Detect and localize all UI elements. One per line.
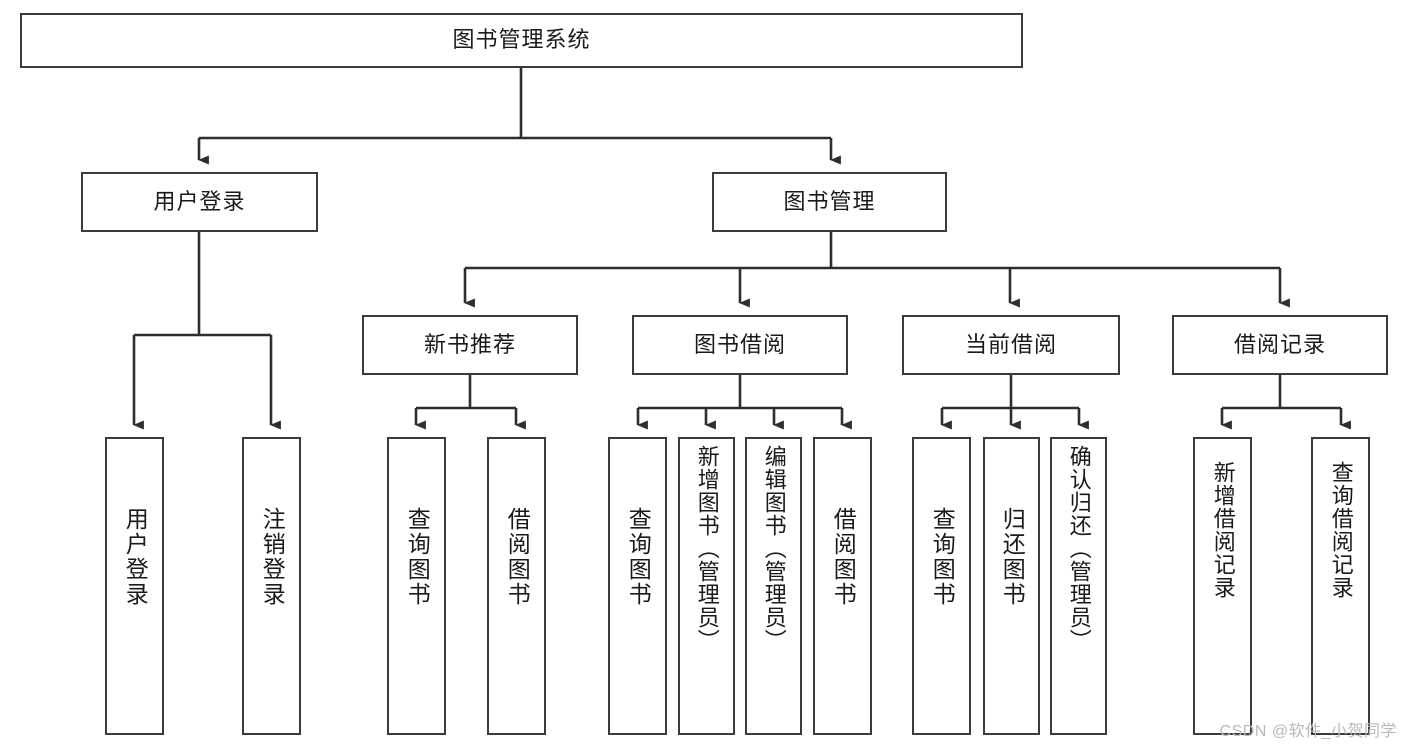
- leaf-borrow-edit[interactable]: 编辑图书（管理员）: [745, 437, 802, 735]
- leaf-cur-query[interactable]: 查询图书: [912, 437, 971, 735]
- leaf-borrow-edit-label: 编辑图书（管理员）: [761, 445, 787, 652]
- leaf-rec-borrow-label: 借阅图书: [504, 507, 531, 607]
- node-book-manage-label: 图书管理: [783, 188, 876, 214]
- leaf-rec-borrow[interactable]: 借阅图书: [487, 437, 546, 735]
- leaf-user-login[interactable]: 用户登录: [105, 437, 164, 735]
- node-user-login-label: 用户登录: [153, 188, 246, 214]
- leaf-rec-add[interactable]: 新增借阅记录: [1193, 437, 1252, 735]
- leaf-user-login-label: 用户登录: [122, 507, 149, 607]
- leaf-cur-return[interactable]: 归还图书: [983, 437, 1040, 735]
- csdn-watermark: CSDN @软件_小贺同学: [1219, 723, 1397, 740]
- leaf-cur-return-label: 归还图书: [999, 507, 1026, 607]
- leaf-borrow-do-label: 借阅图书: [830, 507, 857, 607]
- leaf-borrow-query-label: 查询图书: [625, 507, 652, 607]
- leaf-borrow-add[interactable]: 新增图书（管理员）: [678, 437, 735, 735]
- leaf-rec-search-label: 查询借阅记录: [1328, 461, 1354, 599]
- node-borrow-record-label: 借阅记录: [1233, 331, 1326, 357]
- leaf-user-logout[interactable]: 注销登录: [242, 437, 301, 735]
- leaf-cur-confirm[interactable]: 确认归还（管理员）: [1050, 437, 1107, 735]
- leaf-rec-query[interactable]: 查询图书: [387, 437, 446, 735]
- node-root-label: 图书管理系统: [452, 27, 591, 53]
- node-borrow-record[interactable]: 借阅记录: [1172, 315, 1388, 375]
- leaf-cur-query-label: 查询图书: [929, 507, 956, 607]
- node-root[interactable]: 图书管理系统: [20, 13, 1023, 68]
- node-book-borrow[interactable]: 图书借阅: [632, 315, 848, 375]
- leaf-borrow-add-label: 新增图书（管理员）: [694, 445, 720, 652]
- node-user-login[interactable]: 用户登录: [81, 172, 318, 232]
- node-new-book-rec[interactable]: 新书推荐: [362, 315, 578, 375]
- node-new-book-rec-label: 新书推荐: [423, 331, 516, 357]
- leaf-rec-add-label: 新增借阅记录: [1210, 461, 1236, 599]
- leaf-rec-search[interactable]: 查询借阅记录: [1311, 437, 1370, 735]
- node-current-borrow-label: 当前借阅: [964, 331, 1057, 357]
- leaf-borrow-do[interactable]: 借阅图书: [813, 437, 872, 735]
- leaf-cur-confirm-label: 确认归还（管理员）: [1066, 445, 1092, 652]
- node-current-borrow[interactable]: 当前借阅: [902, 315, 1120, 375]
- leaf-user-logout-label: 注销登录: [259, 507, 286, 607]
- node-book-manage[interactable]: 图书管理: [712, 172, 947, 232]
- leaf-rec-query-label: 查询图书: [404, 507, 431, 607]
- node-book-borrow-label: 图书借阅: [693, 331, 786, 357]
- leaf-borrow-query[interactable]: 查询图书: [608, 437, 667, 735]
